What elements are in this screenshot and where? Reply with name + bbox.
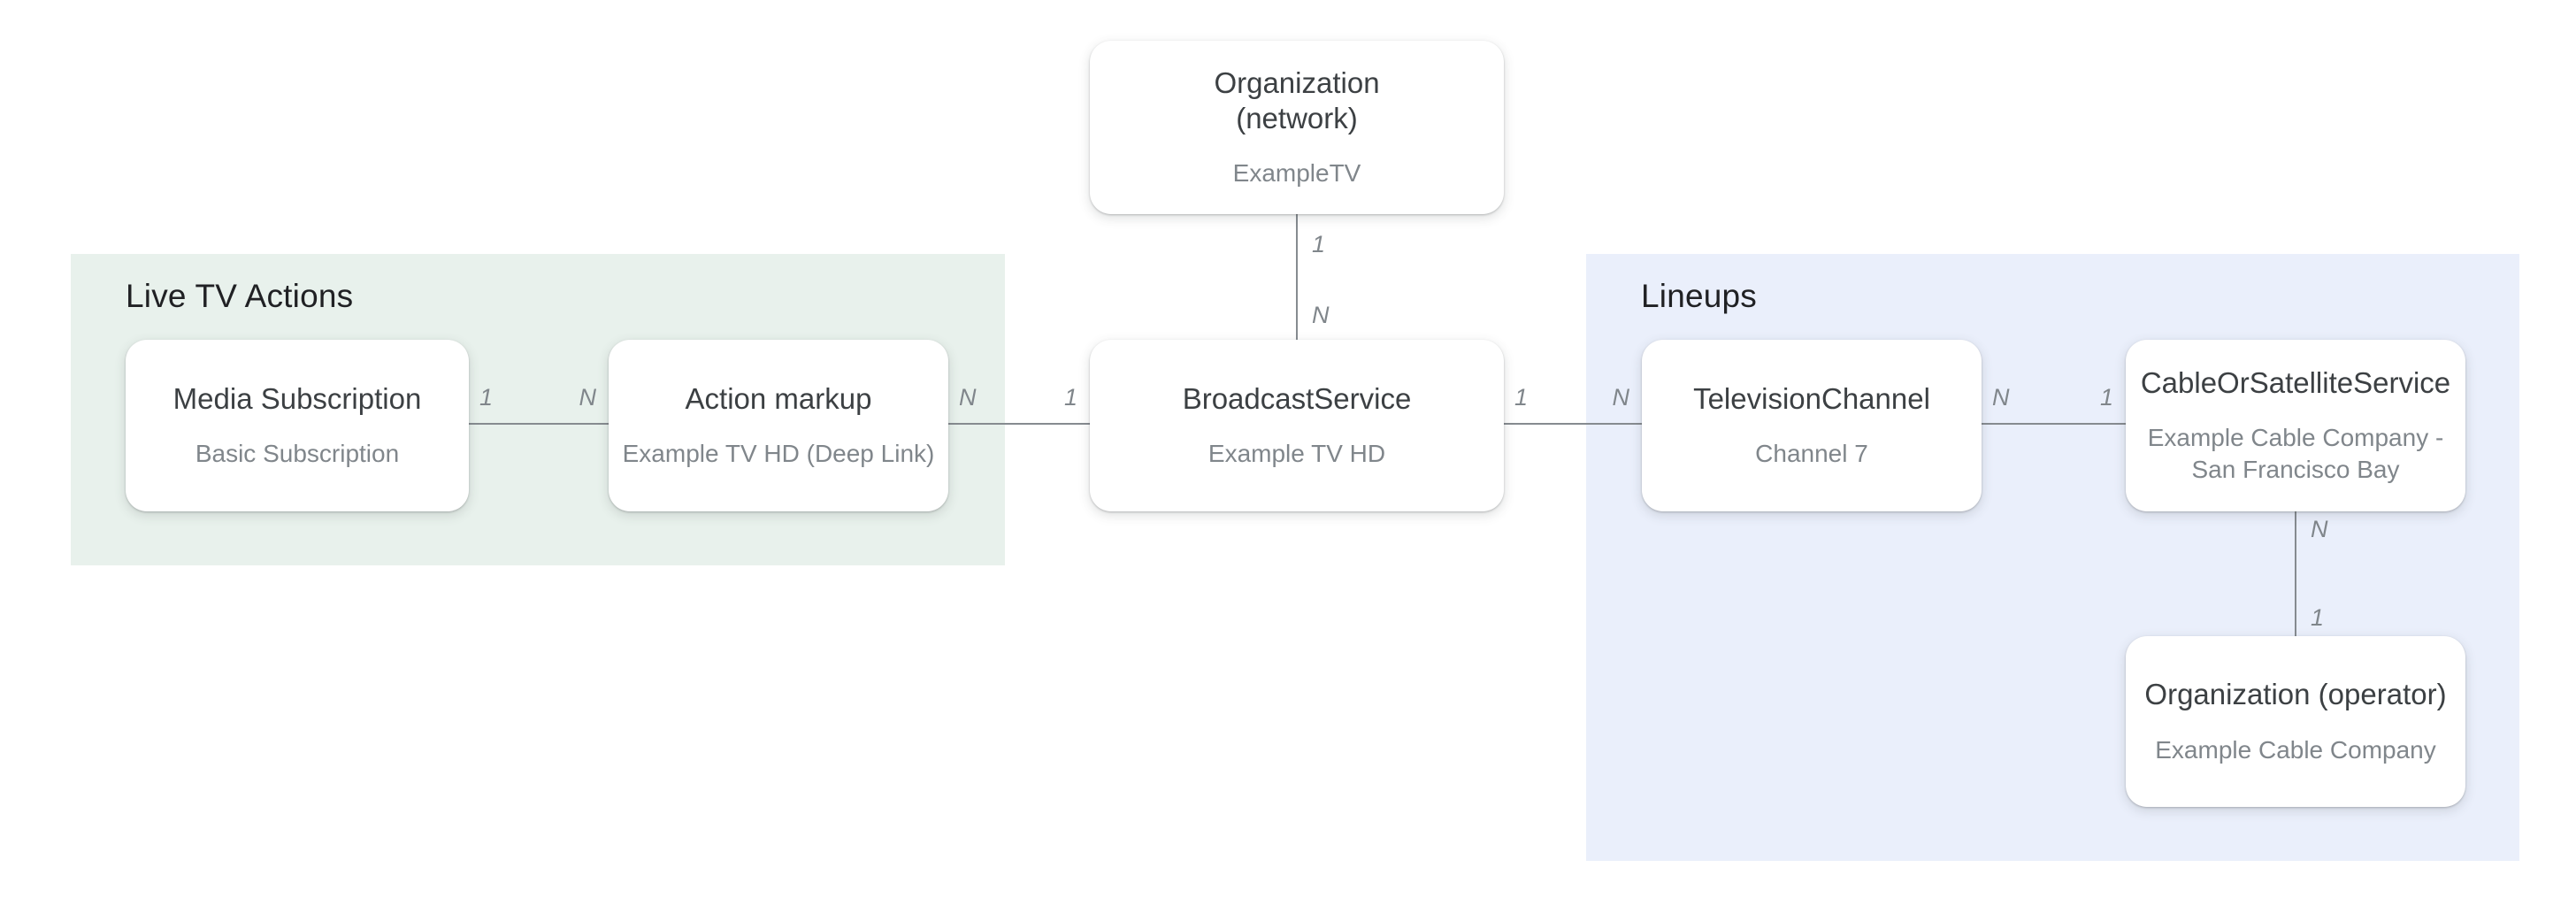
connector-line	[1504, 423, 1642, 425]
connector-line	[1982, 423, 2126, 425]
node-subtitle: Example Cable Company - San Francisco Ba…	[2147, 424, 2444, 484]
node-subtitle: Channel 7	[1755, 440, 1868, 468]
node-subtitle: Example TV HD (Deep Link)	[622, 440, 935, 468]
node-organization-operator: Organization (operator) Example Cable Co…	[2126, 636, 2465, 807]
node-organization-network: Organization (network) ExampleTV	[1090, 41, 1504, 214]
node-subtitle: Example Cable Company	[2155, 735, 2436, 764]
node-subtitle: ExampleTV	[1232, 159, 1361, 188]
node-action-markup: Action markup Example TV HD (Deep Link)	[609, 340, 948, 511]
cardinality-label: N	[579, 384, 597, 411]
cardinality-label: N	[1312, 302, 1330, 328]
node-title: Action markup	[685, 381, 872, 415]
cardinality-label: 1	[2311, 604, 2325, 631]
cardinality-label: 1	[1514, 384, 1529, 411]
connector-line	[2295, 511, 2296, 636]
edge-cableservice-to-operator: N 1	[2295, 511, 2328, 636]
connector-line	[1296, 213, 1298, 340]
group-title-lineups: Lineups	[1641, 278, 1758, 314]
node-title: BroadcastService	[1182, 381, 1412, 415]
cardinality-label: 1	[2099, 384, 2113, 411]
connector-line	[948, 423, 1090, 425]
group-title-live-tv-actions: Live TV Actions	[126, 278, 354, 314]
node-title: CableOrSatelliteService	[2140, 366, 2451, 400]
edge-televisionchannel-to-cableservice: N 1	[1982, 386, 2126, 425]
edge-subscription-to-actionmarkup: 1 N	[469, 386, 609, 425]
node-title: Organization (network)	[1214, 65, 1380, 135]
node-title: Organization (operator)	[2144, 678, 2447, 711]
cardinality-label: N	[1992, 384, 2010, 411]
node-title: TelevisionChannel	[1693, 381, 1930, 415]
edge-actionmarkup-to-broadcastservice: N 1	[948, 386, 1090, 425]
cardinality-label: 1	[1063, 384, 1077, 411]
node-cable-or-satellite-service: CableOrSatelliteService Example Cable Co…	[2126, 340, 2465, 511]
cardinality-label: N	[2311, 516, 2328, 542]
node-television-channel: TelevisionChannel Channel 7	[1642, 340, 1982, 511]
node-broadcast-service: BroadcastService Example TV HD	[1090, 340, 1504, 511]
node-subtitle: Example TV HD	[1208, 440, 1386, 468]
cardinality-label: 1	[479, 384, 494, 411]
edge-network-to-broadcastservice: 1 N	[1296, 213, 1330, 340]
node-title: Media Subscription	[172, 381, 422, 415]
node-media-subscription: Media Subscription Basic Subscription	[126, 340, 469, 511]
cardinality-label: N	[1612, 384, 1630, 411]
connector-line	[469, 423, 609, 425]
node-subtitle: Basic Subscription	[195, 440, 400, 468]
cardinality-label: N	[959, 384, 977, 411]
edge-broadcastservice-to-televisionchannel: 1 N	[1504, 386, 1642, 425]
cardinality-label: 1	[1312, 231, 1326, 257]
